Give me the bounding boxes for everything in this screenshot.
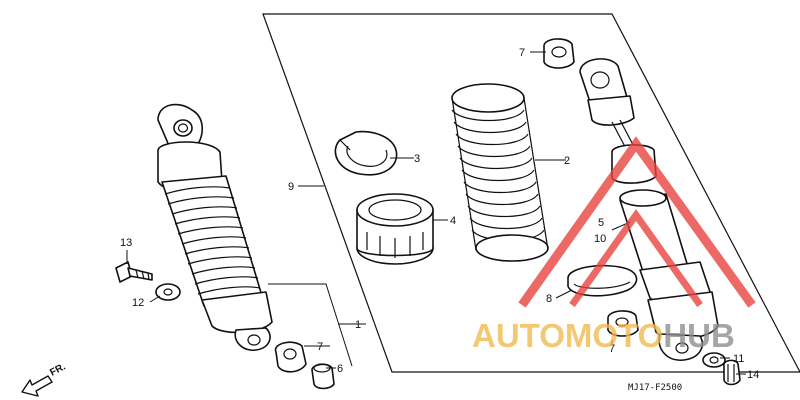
coil-spring[interactable] [451,83,549,262]
callout-11: 11 [733,353,744,365]
watermark-text-part1: AUTOMOTO [472,317,663,354]
callout-3: 3 [414,153,420,165]
callout-7-top: 7 [519,47,525,59]
callout-10: 10 [594,233,606,245]
callout-7-bottom: 7 [317,341,323,353]
washer-left[interactable] [155,283,181,301]
bushing-right[interactable] [607,310,639,337]
spring-seat-stopper[interactable] [334,130,398,176]
callout-4: 4 [450,215,456,227]
bushing-bottom[interactable] [274,341,307,373]
washer-right[interactable] [702,352,726,368]
leader-lines [126,51,746,375]
watermark-text: AUTOMOTOHUB [472,317,735,354]
bushing-top[interactable] [543,38,575,69]
damper-unit[interactable] [579,58,719,361]
callout-1: 1 [355,319,361,331]
callout-5: 5 [598,217,604,229]
callout-14: 14 [747,369,759,381]
callout-13: 13 [120,237,132,249]
shock-absorber-assembly[interactable] [157,103,273,352]
adjuster-ring[interactable] [356,193,434,265]
watermark-triangle-icon [518,136,756,308]
flange-bolt[interactable] [115,261,153,283]
direction-arrow-icon [21,375,53,397]
callout-8: 8 [546,293,552,305]
front-direction-indicator: FR. [21,361,68,397]
watermark-text-part2: HUB [663,317,735,354]
callout-9: 9 [288,181,294,193]
watermark-logo: AUTOMOTOHUB [472,136,756,354]
callout-labels: 1 2 3 4 5 10 9 7 8 7 6 7 13 12 11 14 [120,47,759,381]
callout-2: 2 [564,155,570,167]
callout-12: 12 [132,297,144,309]
cap-nut[interactable] [723,359,741,386]
assembly-outline [262,13,800,373]
callout-6: 6 [337,363,343,375]
callout-7-right: 7 [609,343,615,355]
direction-label: FR. [48,361,68,378]
diagram-code: MJ17-F2500 [628,383,682,393]
